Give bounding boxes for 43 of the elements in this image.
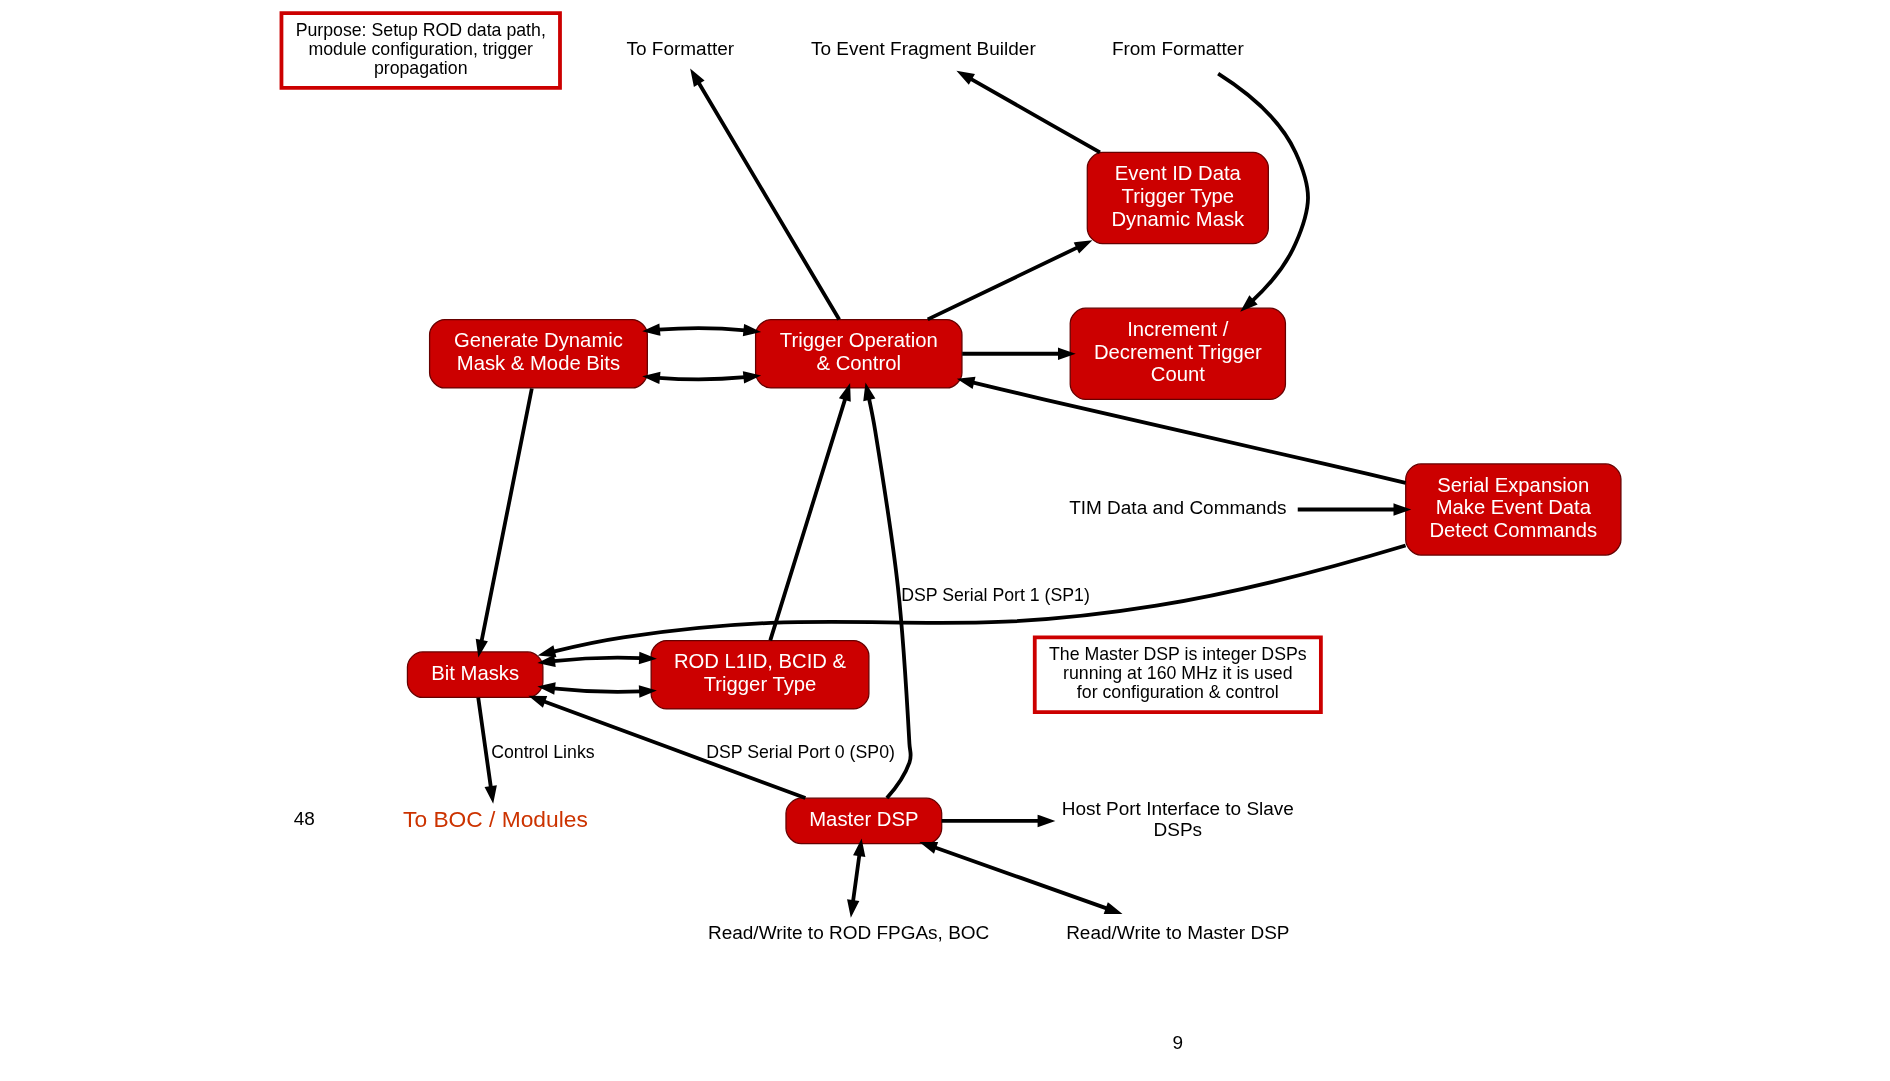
arrow <box>641 371 761 385</box>
node-box: Bit Masks <box>406 651 544 699</box>
arrow <box>956 376 1406 485</box>
arrow <box>767 383 851 641</box>
arrow <box>641 323 761 337</box>
arrow <box>527 695 806 800</box>
arrow <box>918 841 1122 914</box>
arrow <box>846 838 865 918</box>
node-text: Host Port Interface to Slave DSPs <box>1061 797 1294 841</box>
node-text: To Event Fragment Builder <box>810 37 1036 59</box>
arrow <box>961 347 1076 360</box>
arrow <box>689 68 841 321</box>
node-box: Event ID Data Trigger Type Dynamic Mask <box>1086 151 1269 245</box>
node-text: Read/Write to Master DSP <box>1065 922 1289 944</box>
node-text: Read/Write to ROD FPGAs, BOC <box>707 922 989 944</box>
arrow <box>1216 72 1310 312</box>
edge-label: Control Links <box>490 741 595 762</box>
arrow <box>536 651 657 668</box>
arrow <box>537 543 1406 658</box>
arrow <box>862 382 913 800</box>
node-box: ROD L1ID, BCID & Trigger Type <box>650 639 870 710</box>
node-box: Generate Dynamic Mask & Mode Bits <box>428 318 648 389</box>
node-text: From Formatter <box>1111 37 1244 59</box>
edge-label: DSP Serial Port 1 (SP1) <box>900 584 1090 605</box>
label: 48 <box>293 808 315 830</box>
arrow <box>955 70 1101 155</box>
node-text: To BOC / Modules <box>402 805 588 832</box>
node-box: Serial Expansion Make Event Data Detect Commands <box>1404 463 1622 556</box>
node-box: Trigger Operation & Control <box>754 318 963 389</box>
arrow <box>941 814 1055 828</box>
arrow <box>475 388 534 658</box>
arrow <box>475 697 497 804</box>
arrow <box>926 240 1092 322</box>
label: 9 <box>1172 1032 1183 1054</box>
arrow <box>536 682 657 698</box>
node-box: Increment / Decrement Trigger Count <box>1069 307 1286 400</box>
arrow <box>1297 503 1411 516</box>
node-box: Purpose: Setup ROD data path, module configuration, trigger propagation <box>279 11 562 90</box>
node-text: To Formatter <box>625 37 734 59</box>
node-box: Master DSP <box>784 797 942 845</box>
node-text: TIM Data and Commands <box>1068 496 1286 518</box>
edge-label: DSP Serial Port 0 (SP0) <box>705 741 895 762</box>
node-box: The Master DSP is integer DSPs running at 160 MHz it is used for configuration & control <box>1032 635 1323 714</box>
